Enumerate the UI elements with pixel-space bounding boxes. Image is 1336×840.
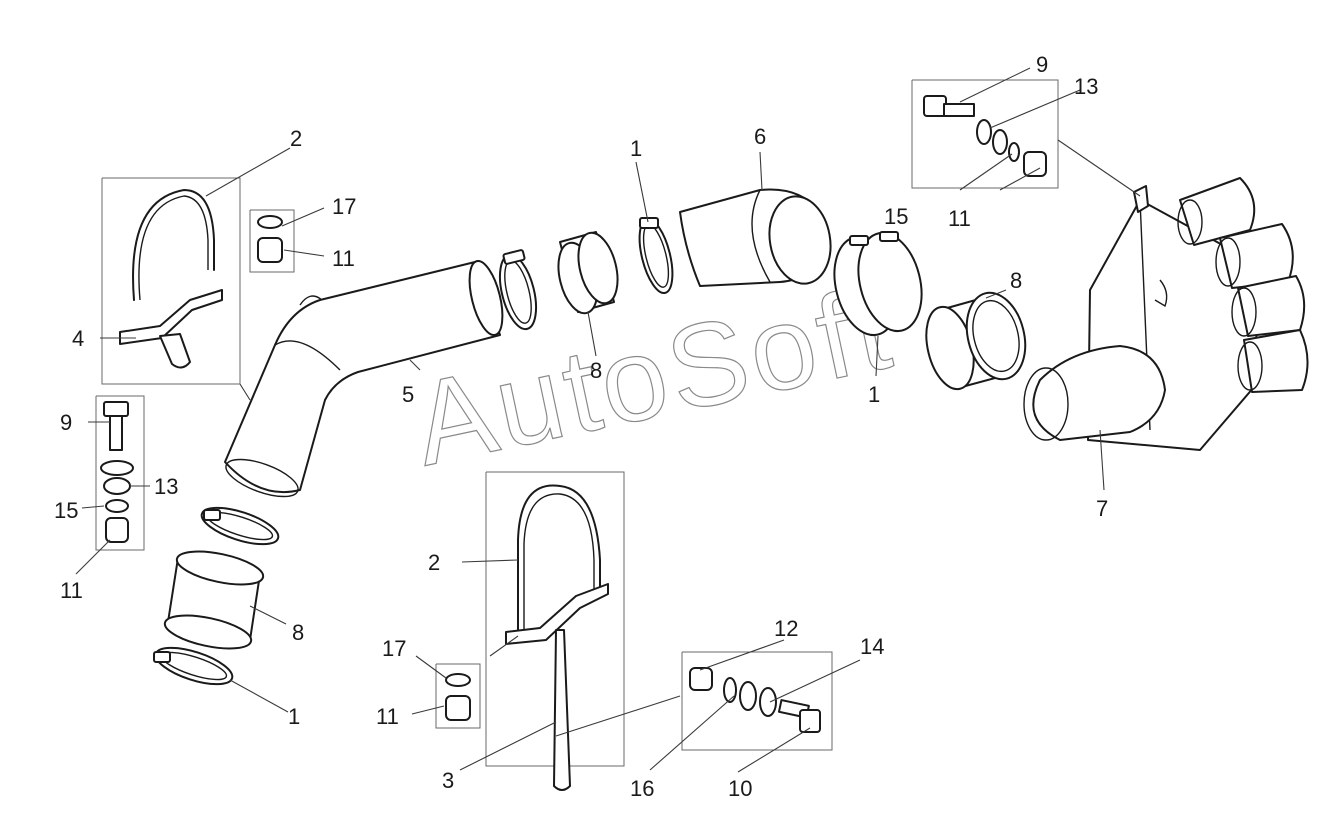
- callout-box-bolt-set-left: [95, 395, 145, 551]
- label-15-left: 15: [54, 498, 78, 523]
- label-11-bottom: 11: [376, 704, 399, 729]
- u-bolt-clamp-left: [119, 189, 223, 369]
- hose-clamp-1-right: [833, 231, 923, 337]
- hose-clamp-1-upper: [638, 217, 674, 295]
- callout-box-washer-nut-top: [249, 209, 295, 273]
- label-1-lower: 1: [288, 704, 300, 729]
- exhaust-pipe-bent: [224, 259, 504, 498]
- label-2-left: 2: [290, 126, 302, 151]
- exhaust-collector-7: [1023, 177, 1309, 451]
- label-2-bottom: 2: [428, 550, 440, 575]
- label-9-right: 9: [1036, 52, 1048, 77]
- label-12: 12: [774, 616, 798, 641]
- label-17-bottom: 17: [382, 636, 406, 661]
- label-14: 14: [860, 634, 884, 659]
- label-9-left: 9: [60, 410, 72, 435]
- washer-nut-top: [257, 215, 283, 263]
- washer-nut-bottom: [445, 673, 471, 721]
- sleeve-8-right: [925, 291, 1027, 391]
- label-17-top: 17: [332, 194, 356, 219]
- callout-box-bolt-set-bottom: [681, 651, 833, 751]
- label-6: 6: [754, 124, 766, 149]
- hose-clamp-1-lower-b: [153, 646, 234, 686]
- hose-clamp-1: [498, 249, 538, 331]
- sleeve-8-upper: [557, 231, 619, 315]
- bolt-set-bottom: [689, 667, 821, 733]
- label-16: 16: [630, 776, 654, 801]
- label-15-right: 15: [884, 204, 908, 229]
- label-4: 4: [72, 326, 84, 351]
- label-3: 3: [442, 768, 454, 793]
- hose-clamp-1-lower-a: [200, 506, 280, 546]
- label-8-upper: 8: [590, 358, 602, 383]
- label-5: 5: [402, 382, 414, 407]
- label-11-top: 11: [332, 246, 355, 271]
- bolt-set-left: [100, 401, 134, 543]
- label-8-right: 8: [1010, 268, 1022, 293]
- u-bolt-clamp-bottom: [505, 484, 609, 791]
- callout-box-washer-nut-bottom: [435, 663, 481, 729]
- label-1-upper: 1: [630, 136, 642, 161]
- label-10: 10: [728, 776, 752, 801]
- sleeve-8-left: [163, 550, 265, 650]
- callout-box-clamp-bottom: [485, 471, 625, 767]
- bolt-set-right: [923, 95, 1047, 177]
- collector-inlet-cones: [1177, 177, 1309, 393]
- label-13-right: 13: [1074, 74, 1098, 99]
- label-11-right: 11: [948, 206, 971, 231]
- part-number-labels: 9 13 15 11 2 17 11 4 9 13 15 11 1 6 5 8 …: [54, 52, 1108, 801]
- label-13-left: 13: [154, 474, 178, 499]
- label-1-right: 1: [868, 382, 880, 407]
- elbow-pipe-6: [679, 188, 832, 287]
- leader-lines: [75, 67, 1141, 773]
- label-7: 7: [1096, 496, 1108, 521]
- label-8-left: 8: [292, 620, 304, 645]
- callout-box-bolt-set-right: [911, 79, 1059, 189]
- label-11-left: 11: [60, 578, 83, 603]
